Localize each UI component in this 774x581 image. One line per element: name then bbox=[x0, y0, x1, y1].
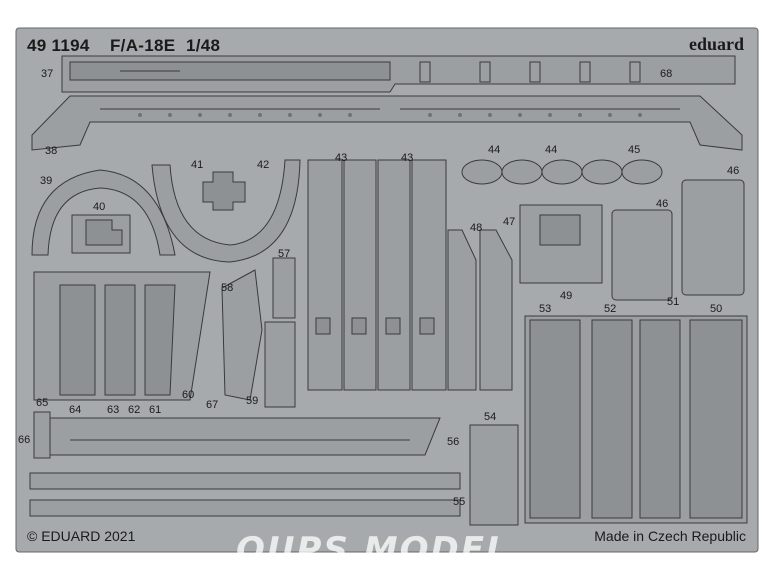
brand-logo: eduard bbox=[688, 34, 744, 54]
part-number-61: 61 bbox=[149, 404, 161, 416]
part-number-64: 64 bbox=[69, 404, 81, 416]
part-50-53-grilles bbox=[524, 315, 748, 524]
part-number-46b: 46 bbox=[656, 198, 668, 210]
part-43-strips bbox=[307, 159, 447, 391]
part-47-49-box bbox=[519, 204, 603, 284]
part-55-rails bbox=[29, 472, 461, 517]
part-number-60: 60 bbox=[182, 389, 194, 401]
part-42-horseshoe bbox=[151, 159, 301, 263]
part-39-arc bbox=[31, 169, 176, 256]
aircraft-name: F/A-18E bbox=[110, 36, 176, 55]
part-number-68: 68 bbox=[660, 68, 672, 80]
part-number-62: 62 bbox=[128, 404, 140, 416]
part-number-57: 57 bbox=[278, 248, 290, 260]
part-number-66: 66 bbox=[18, 434, 30, 446]
scale-label: 1/48 bbox=[186, 36, 221, 55]
part-number-67: 67 bbox=[206, 399, 218, 411]
origin-text: Made in Czech Republic bbox=[594, 528, 746, 544]
part-54-panel bbox=[469, 424, 519, 526]
part-number-63: 63 bbox=[107, 404, 119, 416]
watermark-text: OUPS MODEL bbox=[236, 530, 510, 570]
part-number-56: 56 bbox=[447, 436, 459, 448]
copyright-text: © EDUARD 2021 bbox=[27, 528, 136, 544]
part-40-bracket bbox=[71, 214, 131, 254]
part-number-52: 52 bbox=[604, 303, 616, 315]
part-41-cross bbox=[202, 171, 246, 211]
part-number-40: 40 bbox=[93, 201, 105, 213]
part-number-49: 49 bbox=[560, 290, 572, 302]
part-number-48: 48 bbox=[470, 222, 482, 234]
part-number-43b: 43 bbox=[401, 152, 413, 164]
part-number-44b: 44 bbox=[545, 144, 557, 156]
part-number-47: 47 bbox=[503, 216, 515, 228]
part-57-post bbox=[264, 257, 296, 408]
part-number-42: 42 bbox=[257, 159, 269, 171]
part-60-65-cluster bbox=[33, 271, 211, 401]
catalog-number: 49 1194 bbox=[27, 36, 90, 55]
part-46-grid-b bbox=[681, 179, 745, 296]
part-number-43a: 43 bbox=[335, 152, 347, 164]
part-number-50: 50 bbox=[710, 303, 722, 315]
part-number-39: 39 bbox=[40, 175, 52, 187]
part-number-38: 38 bbox=[45, 145, 57, 157]
part-number-55: 55 bbox=[453, 496, 465, 508]
part-number-54: 54 bbox=[484, 411, 496, 423]
part-38-frame bbox=[31, 95, 743, 151]
part-number-41: 41 bbox=[191, 159, 203, 171]
part-number-51: 51 bbox=[667, 296, 679, 308]
part-number-44a: 44 bbox=[488, 144, 500, 156]
part-number-53: 53 bbox=[539, 303, 551, 315]
part-48-pair bbox=[447, 229, 513, 391]
part-number-59: 59 bbox=[246, 395, 258, 407]
part-44-45-links bbox=[461, 159, 663, 185]
part-66-tab bbox=[33, 411, 51, 459]
part-46-grid-a bbox=[611, 209, 673, 301]
part-number-65: 65 bbox=[36, 397, 48, 409]
part-number-45: 45 bbox=[628, 144, 640, 156]
part-58-59-bracket bbox=[221, 269, 263, 401]
part-37-strip bbox=[61, 55, 736, 93]
part-56-strip bbox=[47, 417, 441, 456]
part-number-37: 37 bbox=[41, 68, 53, 80]
part-number-46a: 46 bbox=[727, 165, 739, 177]
part-number-58: 58 bbox=[221, 282, 233, 294]
